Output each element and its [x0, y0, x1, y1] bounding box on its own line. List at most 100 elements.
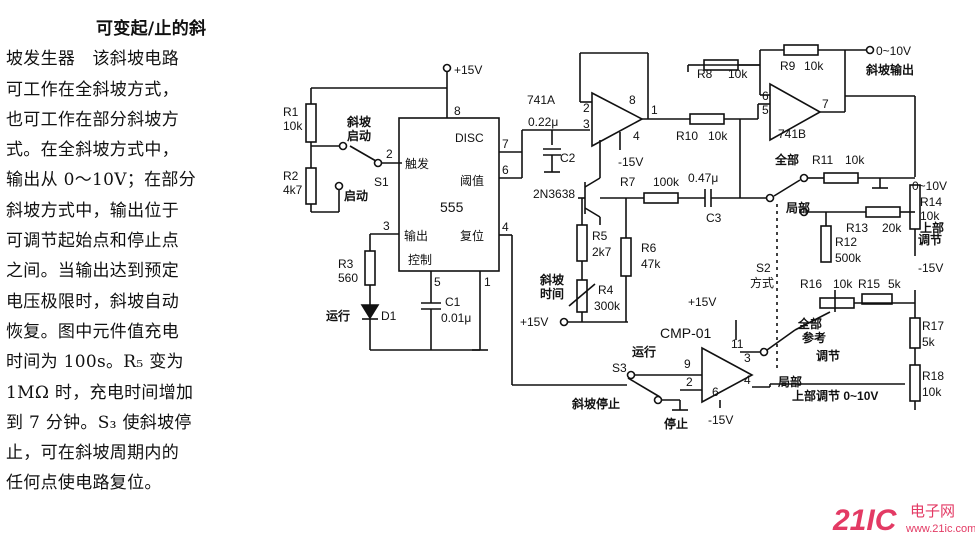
label-line: 斜坡 — [539, 272, 565, 287]
label-line: 参考 — [802, 330, 826, 345]
r17-value: 5k — [922, 335, 936, 349]
watermark-url: www.21ic.com — [905, 523, 975, 535]
description-line: 输出从 0～10V；在部分 — [6, 170, 197, 191]
r16-label: R16 — [800, 277, 822, 291]
pin5-label: 5 — [434, 275, 441, 289]
full-label: 全部 — [774, 152, 799, 167]
r13-label: R13 — [846, 221, 868, 235]
c1-value: 0.01μ — [441, 311, 471, 325]
description-line: 也可工作在部分斜坡方 — [6, 109, 179, 130]
pin8-label: 8 — [454, 104, 461, 118]
reset-label: 复位 — [460, 228, 484, 243]
r1-label: R1 — [283, 105, 299, 119]
r10-label: R10 — [676, 129, 698, 143]
r5-label: R5 — [592, 229, 608, 243]
r12-value: 500k — [835, 251, 862, 265]
description-text: 可变起/止的斜 坡发生器 该斜坡电路 可工作在全斜坡方式， 也可工作在部分斜坡方… — [6, 14, 244, 499]
label-line: 上部 — [920, 220, 944, 235]
r17-label: R17 — [922, 319, 944, 333]
r13-value: 20k — [882, 221, 902, 235]
r6-label: R6 — [641, 241, 657, 255]
description-line: 1MΩ 时，充电时间增加 — [6, 382, 194, 403]
cmp01-pin11: 11 — [731, 337, 744, 351]
c3-value: 0.47μ — [688, 171, 718, 185]
c1-label: C1 — [445, 295, 461, 309]
run-d1-label: 运行 — [326, 308, 350, 323]
r18-label: R18 — [922, 369, 944, 383]
op741a-pin3: 3 — [583, 117, 590, 131]
op741b-pin7: 7 — [822, 97, 829, 111]
disc-label: DISC — [455, 131, 484, 145]
cmp01-pin6: 6 — [712, 385, 719, 399]
op741a-name: 741A — [527, 93, 555, 107]
r8-label: R8 — [697, 67, 713, 81]
cmp01-name: CMP-01 — [660, 325, 712, 341]
vminus-pot: -15V — [918, 261, 943, 275]
q1-label: 2N3638 — [533, 187, 575, 201]
r3-label: R3 — [338, 257, 354, 271]
r7-value: 100k — [653, 175, 680, 189]
watermark-brand: 21IC — [832, 504, 898, 537]
vplus-label: +15V — [454, 63, 482, 77]
description-line: 止，可在斜坡周期内的 — [6, 443, 179, 464]
vminus-741a: -15V — [618, 155, 643, 169]
vplus-cmp: +15V — [688, 295, 716, 309]
c2-value: 0.22μ — [528, 115, 558, 129]
full-ref-label: 全部参考 — [797, 316, 826, 345]
pin4-label: 4 — [502, 220, 509, 234]
pin2-label: 2 — [386, 147, 393, 161]
r2-value: 4k7 — [283, 183, 303, 197]
s2-sub: 方式 — [750, 275, 774, 290]
r11-value: 10k — [845, 153, 865, 167]
cmp01-pin9: 9 — [684, 357, 691, 371]
description-line: 可工作在全斜坡方式， — [6, 79, 179, 100]
description-line: 坡发生器 该斜坡电路 — [6, 49, 179, 70]
r9-label: R9 — [780, 59, 796, 73]
pin6-label: 6 — [502, 163, 509, 177]
trigger-label: 触发 — [405, 156, 429, 171]
r1-value: 10k — [283, 119, 303, 133]
s2-label: S2 — [756, 261, 771, 275]
label-line: 斜坡 — [346, 114, 372, 129]
pin7-label: 7 — [502, 137, 509, 151]
op741a-pin2: 2 — [583, 101, 590, 115]
r10-value: 10k — [708, 129, 728, 143]
description-line: 可调节起始点和停止点 — [6, 231, 179, 252]
r5-value: 2k7 — [592, 245, 612, 259]
partial2-label: 局部 — [778, 374, 802, 389]
adjust-label: 调节 — [816, 348, 840, 363]
r6-value: 47k — [641, 257, 661, 271]
label-line: 调节 — [918, 232, 942, 247]
cmp01-pin3: 3 — [744, 351, 751, 365]
c2-label: C2 — [560, 151, 576, 165]
r11-label: R11 — [812, 153, 833, 167]
r12-label: R12 — [835, 235, 857, 249]
label-line: 时间 — [540, 286, 564, 301]
ramp-stop-label: 斜坡停止 — [571, 396, 620, 411]
run-label: 运行 — [632, 344, 656, 359]
r15-label: R15 — [858, 277, 880, 291]
r2-label: R2 — [283, 169, 299, 183]
description-title: 可变起/止的斜 — [96, 19, 207, 39]
s3-label: S3 — [612, 361, 627, 375]
output-label: 输出 — [404, 228, 428, 243]
c3-label: C3 — [706, 211, 722, 225]
r18-value: 10k — [922, 385, 942, 399]
op741b-pin6: 6 — [762, 89, 769, 103]
ramp-time-label: 斜坡时间 — [539, 272, 565, 301]
label-line: 全部 — [797, 316, 822, 331]
description-line: 电压极限时，斜坡自动 — [6, 291, 179, 312]
r14-value: 10k — [920, 209, 940, 223]
r4-label: R4 — [598, 283, 614, 297]
op741a-pin8: 8 — [629, 93, 636, 107]
vminus-cmp: -15V — [708, 413, 733, 427]
description-line: 斜坡方式中，输出位于 — [6, 200, 179, 221]
description-line: 到 7 分钟。S₃ 使斜坡停 — [6, 412, 192, 433]
upper-adjust-label: 上部调节 — [918, 220, 944, 247]
r16-value: 10k — [833, 277, 853, 291]
description-line: 之间。当输出达到预定 — [6, 261, 179, 282]
ramp-out-label: 斜坡输出 — [865, 62, 914, 77]
ic555-name: 555 — [440, 199, 464, 215]
cmp01-pin2: 2 — [686, 375, 693, 389]
description-line: 式。在全斜坡方式中， — [6, 140, 179, 161]
